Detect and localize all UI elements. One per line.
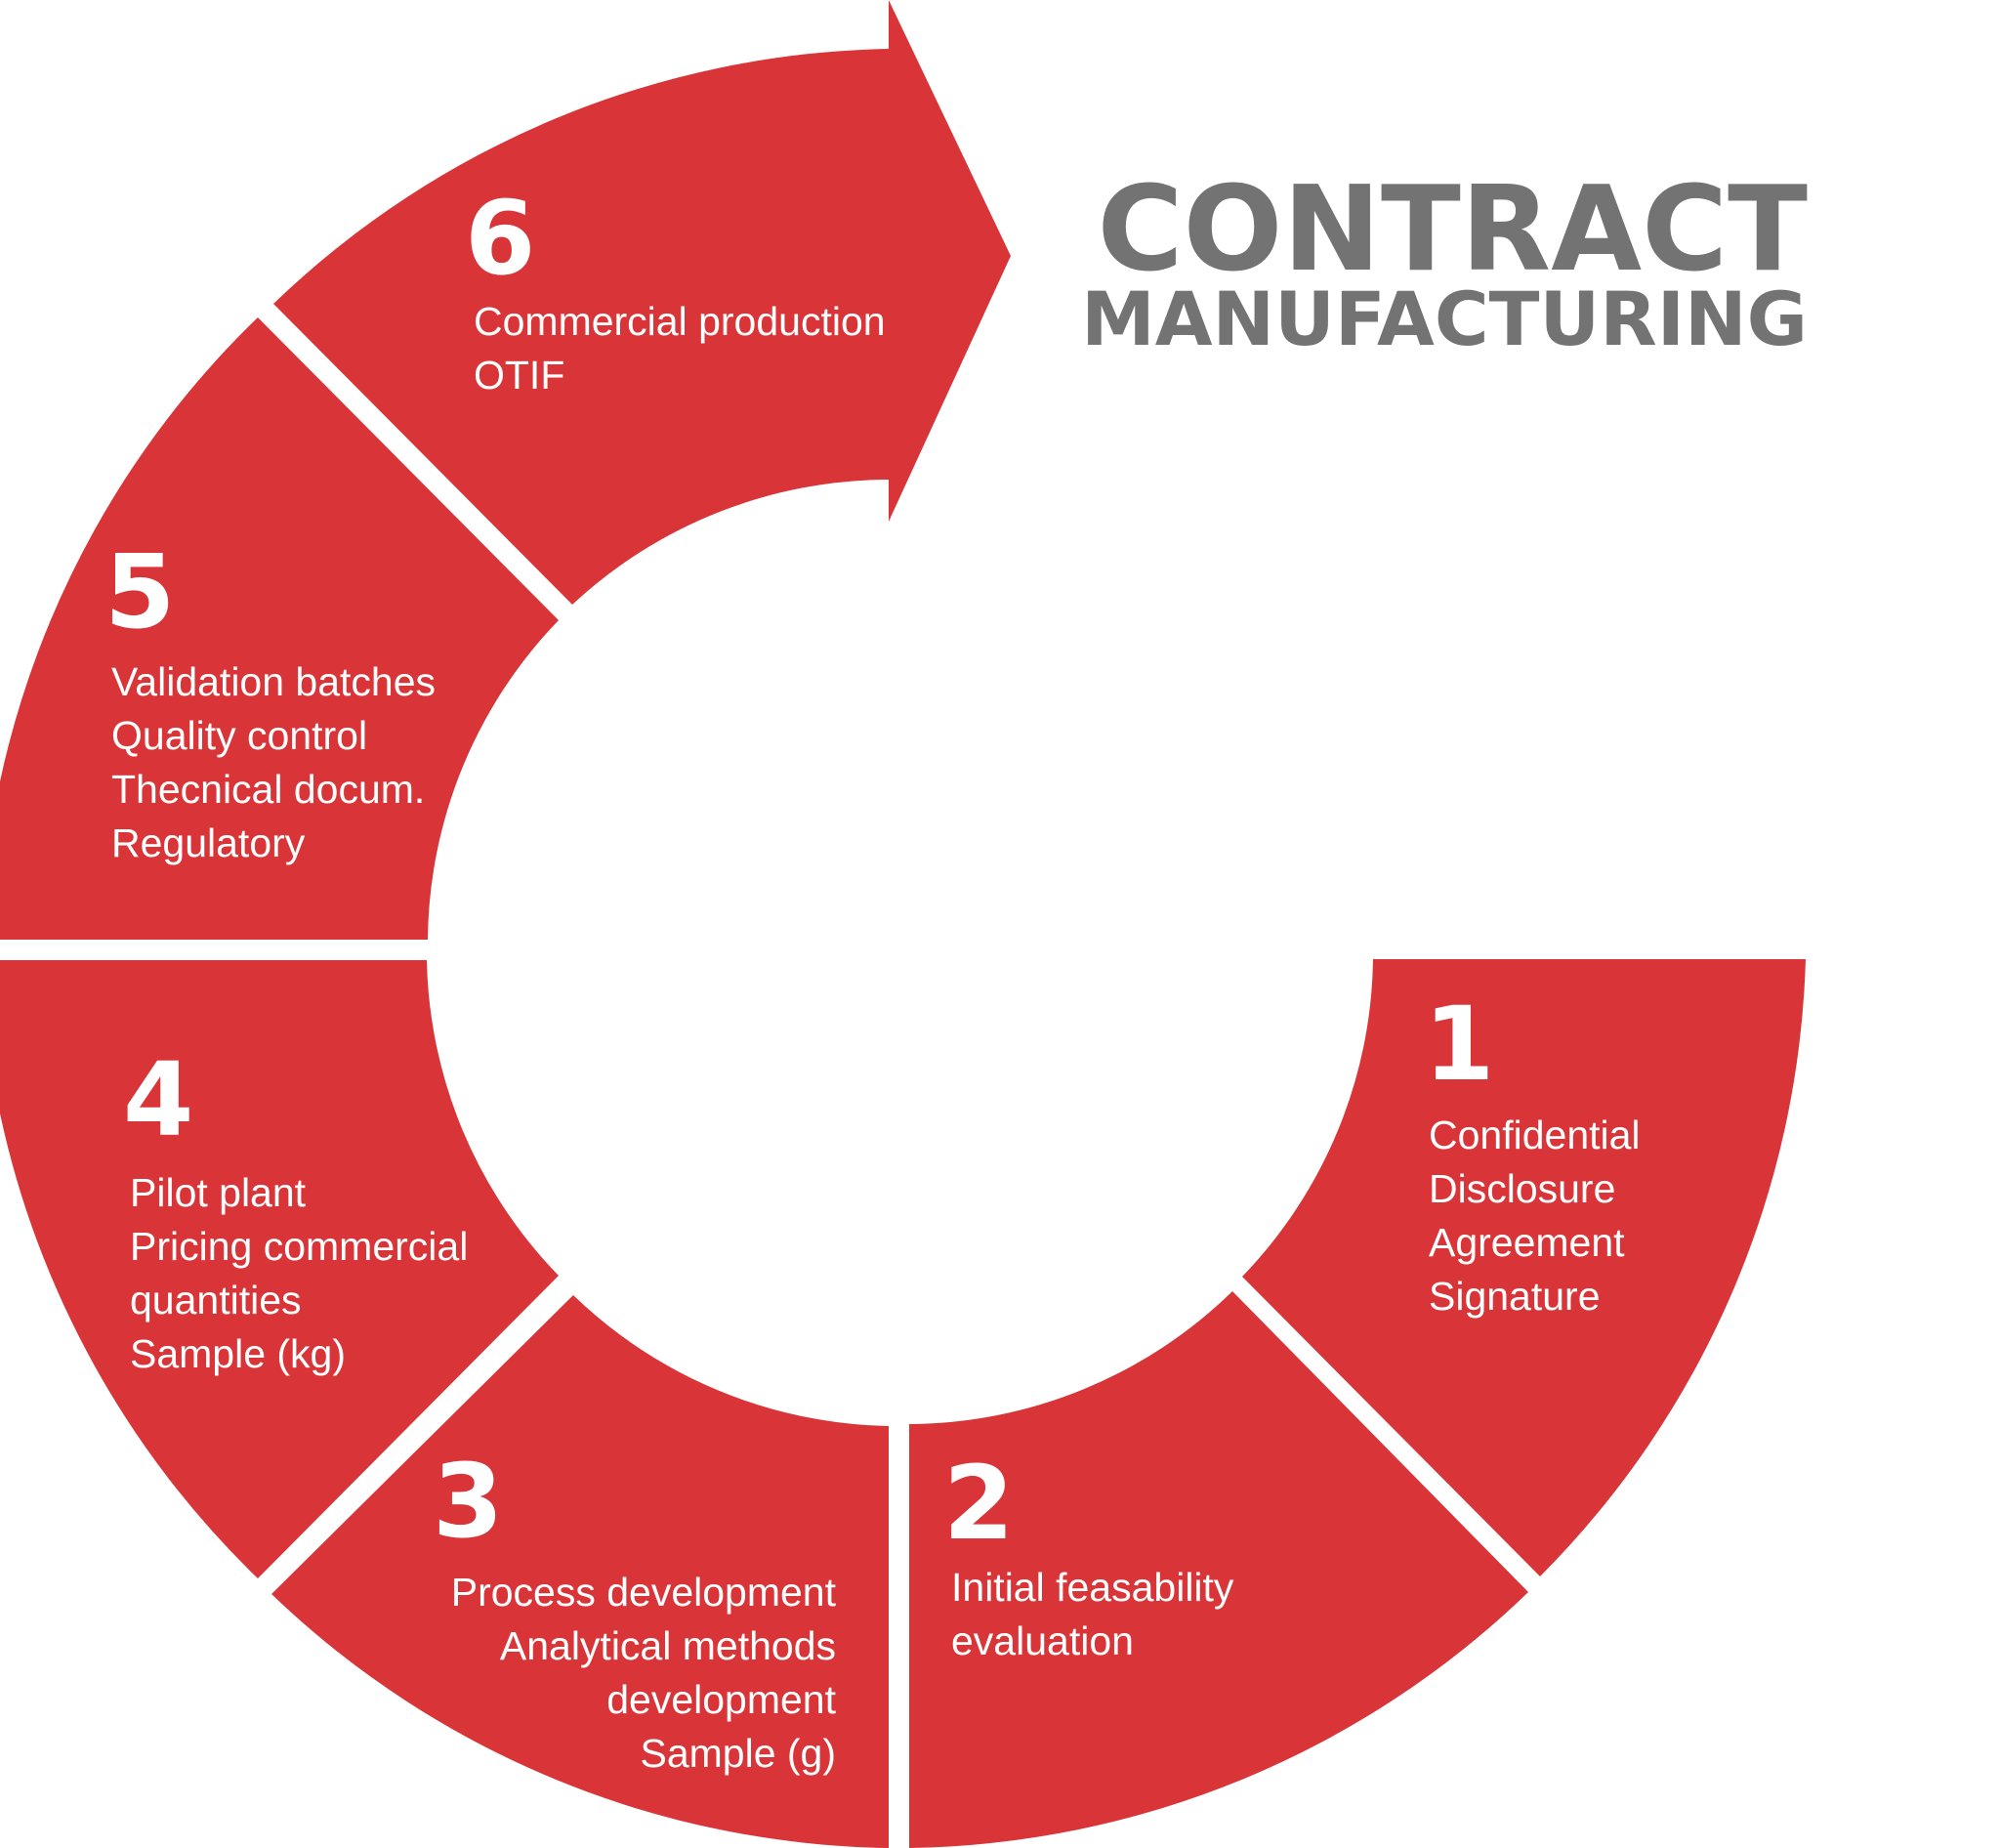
step-4-line-1: Pilot plant [130,1170,307,1215]
segment-2 [909,1291,1528,1848]
step-3-number: 3 [433,1442,503,1561]
segment-3 [271,1295,889,1848]
step-4-number: 4 [123,1040,193,1159]
segment-4 [0,960,559,1578]
step-5-line-3: Thecnical docum. [111,767,425,812]
step-2-line-2: evaluation [951,1618,1134,1663]
step-6-line-1: Commercial production [474,299,886,344]
step-1-line-4: Signature [1429,1274,1601,1319]
step-3-line-3: development [606,1677,836,1722]
step-3-line-1: Process development [451,1570,837,1615]
segment-6-arrow [273,0,1011,605]
step-1-line-2: Disclosure [1429,1166,1615,1211]
step-3-line-2: Analytical methods [500,1623,836,1668]
step-5-line-4: Regulatory [111,820,306,865]
step-2-line-1: Initial feasability [951,1565,1234,1610]
step-1-line-3: Agreement [1429,1220,1625,1265]
step-5-line-1: Validation batches [111,659,436,704]
step-3-line-4: Sample (g) [640,1731,836,1776]
step-4-line-4: Sample (kg) [130,1331,346,1376]
segment-5 [0,317,559,940]
step-1-number: 1 [1424,985,1494,1104]
step-6-line-2: OTIF [474,353,564,398]
step-6-number: 6 [465,179,535,298]
title-line-1: CONTRACT [1097,162,1808,298]
title-line-2: MANUFACTURING [1081,275,1808,362]
step-5-number: 5 [104,532,175,651]
segment-1 [1242,959,1806,1576]
step-2-number: 2 [943,1444,1014,1563]
step-4-line-3: quantities [130,1278,302,1323]
step-1-line-1: Confidential [1429,1113,1641,1157]
step-4-line-2: Pricing commercial [130,1224,468,1269]
step-5-line-2: Quality control [111,713,367,758]
